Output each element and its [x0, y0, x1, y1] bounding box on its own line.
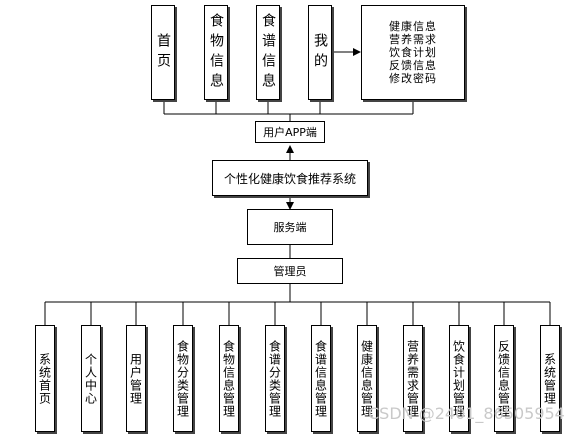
submenu-item: 饮食计划: [389, 46, 437, 59]
admin-module-label: 食物信息管理: [221, 339, 236, 418]
submenu-item: 健康信息: [389, 20, 437, 33]
module-recipe-info: 食谱信息: [256, 5, 280, 100]
admin-module-recipe-category-mgmt: 食谱分类管理: [265, 325, 285, 432]
admin-module-diet-plan-mgmt: 饮食计划管理: [449, 325, 469, 432]
module-mine: 我的: [308, 5, 332, 100]
submenu-item: 反馈信息: [389, 59, 437, 72]
admin-module-label: 系统首页: [37, 352, 52, 405]
admin-module-user-mgmt: 用户管理: [126, 325, 146, 432]
user-app-box: 用户APP端: [255, 121, 325, 143]
admin-module-label: 食物分类管理: [175, 339, 190, 418]
module-label: 食谱信息: [260, 12, 276, 93]
module-food-info: 食物信息: [204, 5, 228, 100]
admin-module-label: 用户管理: [128, 352, 143, 405]
admin-module-label: 食谱信息管理: [313, 339, 328, 418]
submenu-item: 营养需求: [389, 33, 437, 46]
admin-module-food-info-mgmt: 食物信息管理: [219, 325, 239, 432]
module-home: 首页: [151, 5, 175, 100]
server-box: 服务端: [247, 209, 333, 245]
admin-module-feedback-mgmt: 反馈信息管理: [494, 325, 514, 432]
admin-box: 管理员: [237, 258, 343, 284]
admin-module-food-category-mgmt: 食物分类管理: [173, 325, 193, 432]
admin-module-recipe-info-mgmt: 食谱信息管理: [311, 325, 331, 432]
admin-module-label: 系统管理: [542, 352, 557, 405]
admin-module-personal-center: 个人中心: [81, 325, 101, 432]
admin-module-label: 健康信息管理: [359, 339, 374, 418]
module-label: 我的: [312, 32, 328, 73]
admin-label: 管理员: [273, 265, 307, 278]
system-title: 个性化健康饮食推荐系统: [223, 171, 356, 186]
admin-module-nutrition-mgmt: 营养需求管理: [403, 325, 423, 432]
system-box: 个性化健康饮食推荐系统: [212, 160, 368, 196]
admin-module-label: 饮食计划管理: [451, 339, 466, 418]
admin-module-system-mgmt: 系统管理: [540, 325, 560, 432]
module-label: 食物信息: [208, 12, 224, 93]
admin-module-label: 个人中心: [83, 352, 98, 405]
module-label: 首页: [155, 32, 171, 73]
submenu-item: 修改密码: [389, 72, 437, 85]
admin-module-system-home: 系统首页: [35, 325, 55, 432]
admin-module-label: 反馈信息管理: [496, 339, 511, 418]
csdn-watermark: CSDN @2401_86505954: [368, 404, 565, 423]
user-app-label: 用户APP端: [263, 126, 317, 139]
admin-module-label: 食谱分类管理: [267, 339, 282, 418]
admin-module-label: 营养需求管理: [405, 339, 420, 418]
mine-submenu-box: 健康信息 营养需求 饮食计划 反馈信息 修改密码: [361, 5, 465, 100]
server-label: 服务端: [273, 221, 307, 234]
admin-module-health-info-mgmt: 健康信息管理: [357, 325, 377, 432]
